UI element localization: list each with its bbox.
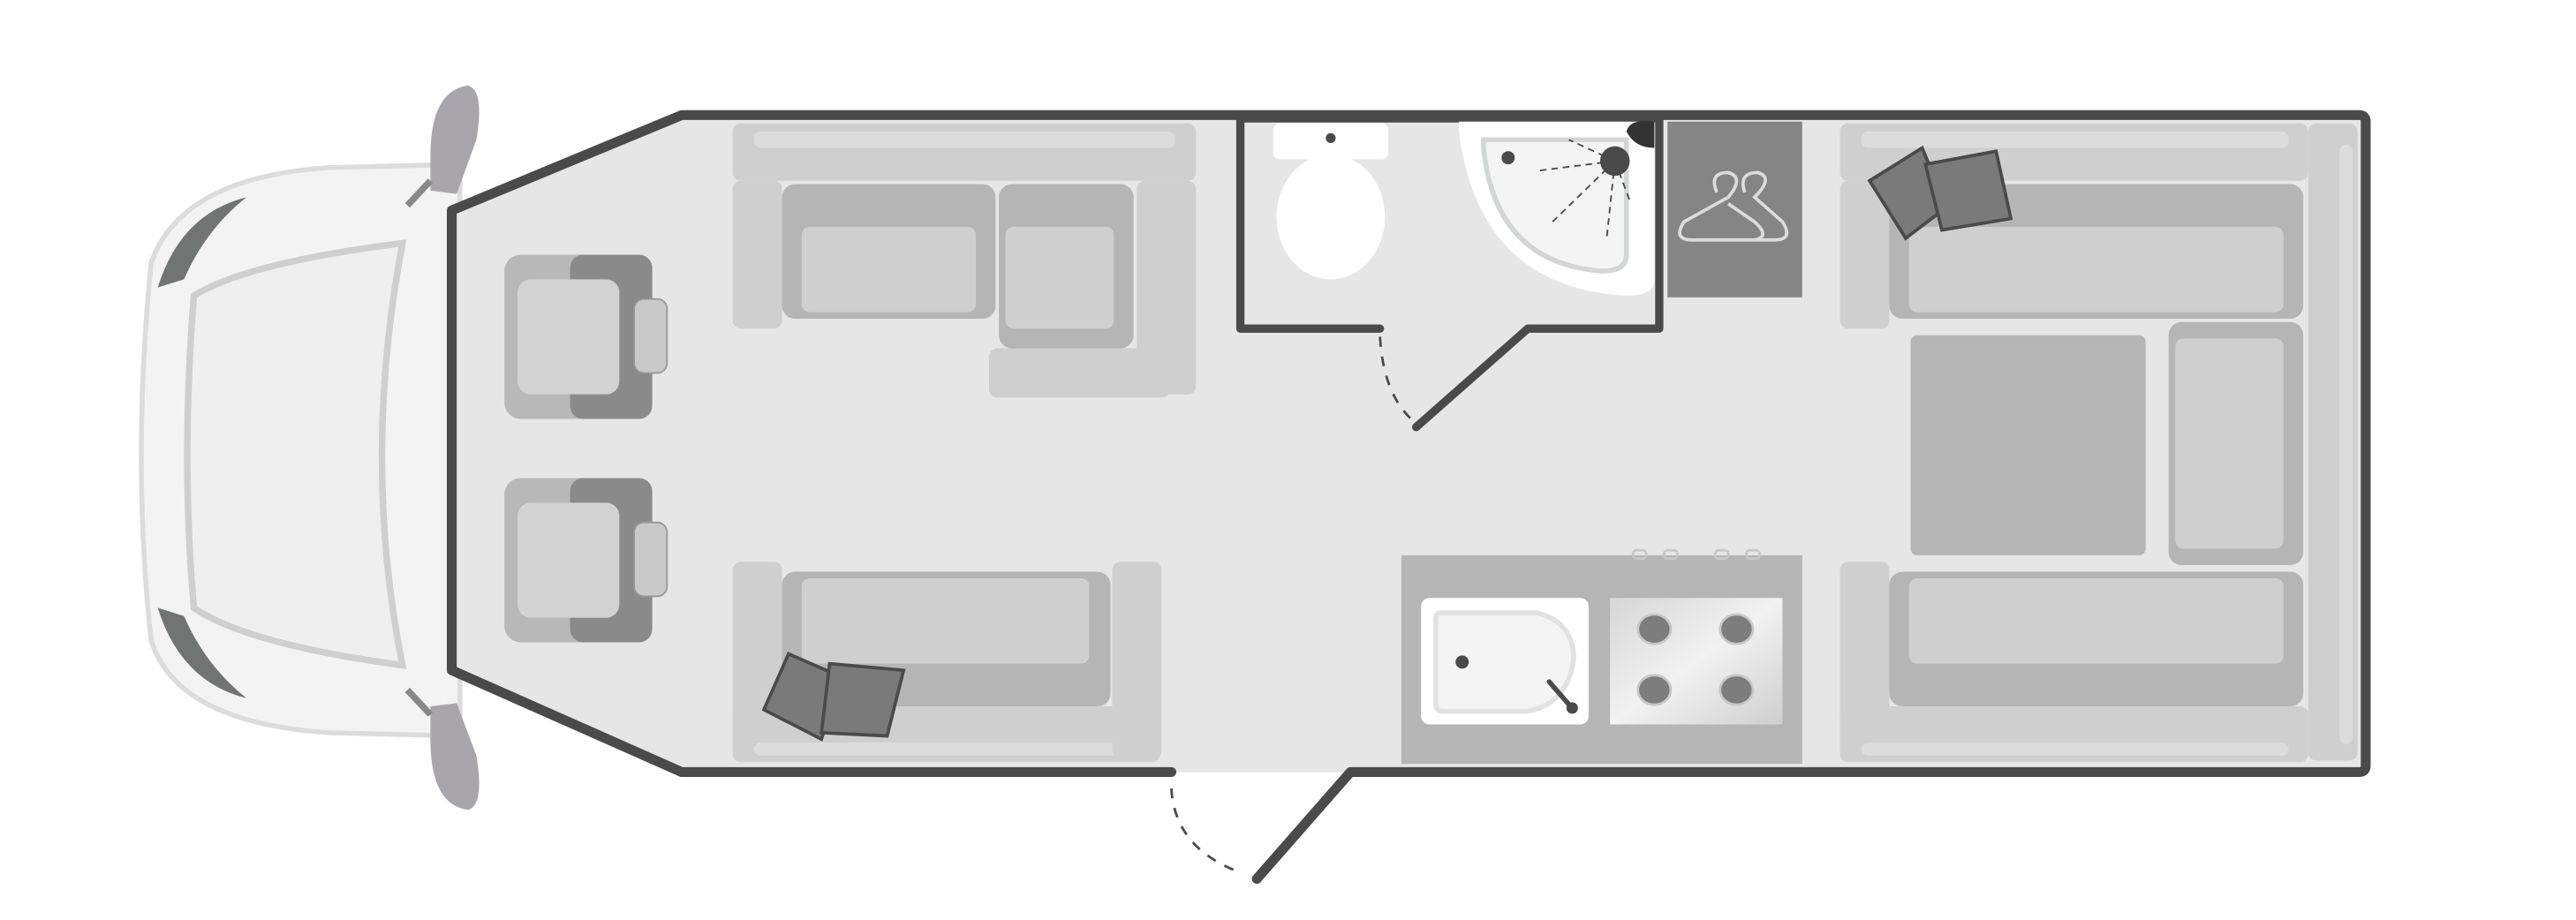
scatter-cushion-icon — [1867, 145, 2013, 241]
scatter-cushion-icon — [761, 652, 906, 742]
sofa-icon — [1839, 123, 2358, 763]
hob-icon — [1610, 598, 1783, 725]
table-icon — [1910, 335, 2146, 555]
wardrobe-hanger-icon — [1667, 121, 1802, 298]
mirror-left-icon — [430, 85, 480, 194]
cab-icon — [139, 85, 480, 811]
door-swing-icon — [1379, 336, 1414, 422]
mirror-right-icon — [430, 703, 480, 811]
sink-icon — [1421, 598, 1589, 725]
sofa-icon — [732, 123, 1197, 398]
seat-icon — [504, 478, 669, 643]
washroom-wall — [1235, 114, 1664, 432]
toilet-icon — [1273, 123, 1388, 280]
door-swing-icon — [1170, 788, 1236, 872]
seat-icon — [504, 254, 669, 419]
shower-icon — [1458, 121, 1655, 296]
exterior-wall — [447, 109, 2371, 884]
